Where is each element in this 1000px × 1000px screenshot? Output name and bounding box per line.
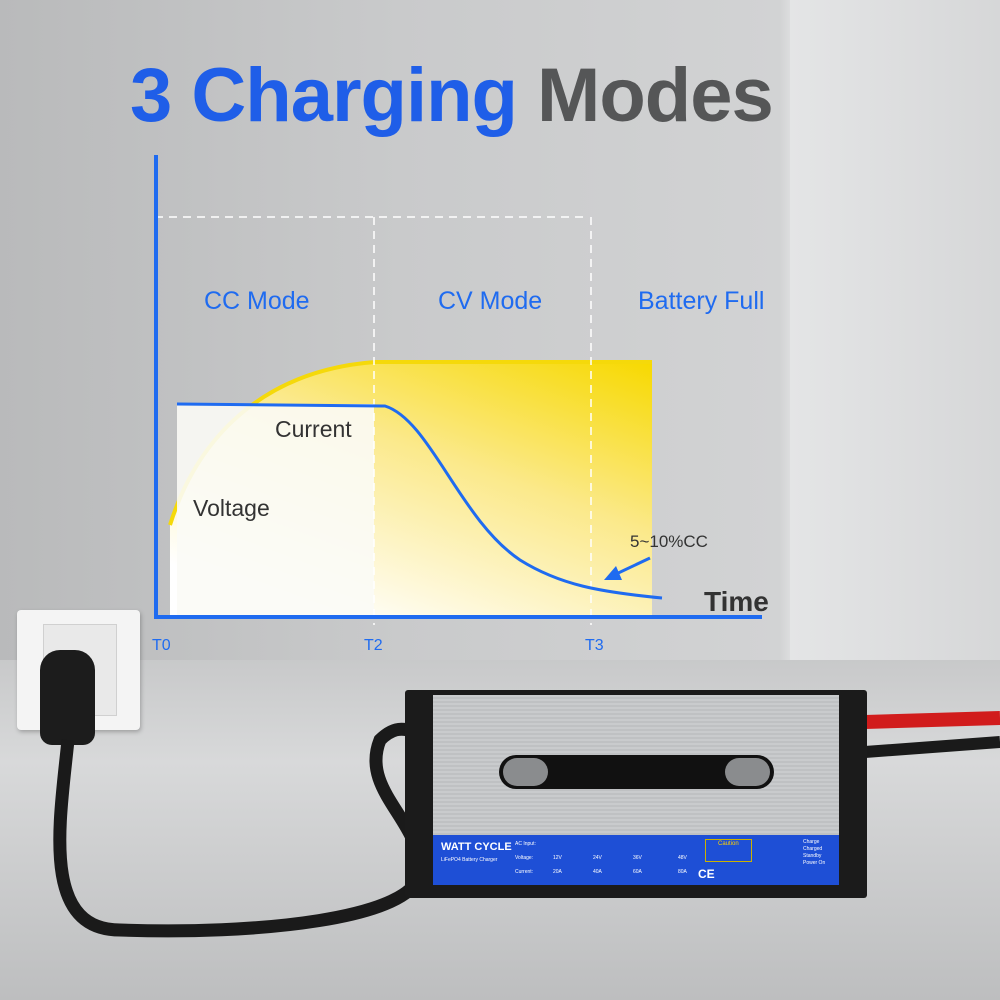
voltage-label: Voltage xyxy=(193,495,270,521)
headline-part2: Modes xyxy=(537,53,774,138)
current-option: 80A xyxy=(678,869,687,875)
arrow-head-icon xyxy=(604,566,622,580)
ac-input-label: AC Input: xyxy=(515,841,536,847)
battery-charger: WATT CYCLE LiFePO4 Battery Charger AC In… xyxy=(405,690,867,898)
red-dc-cable xyxy=(864,711,1000,729)
headline-part1: 3 Charging xyxy=(130,53,518,138)
tick-t2: T2 xyxy=(364,637,383,654)
current-curve xyxy=(176,402,663,600)
arrow-line xyxy=(613,556,651,577)
annotation-label: 5~10%CC xyxy=(630,532,708,551)
current-option: 20A xyxy=(553,869,562,875)
headline: 3 Charging Modes xyxy=(130,52,774,139)
voltage-option: 24V xyxy=(593,855,602,861)
indicator-label: Standby xyxy=(803,853,822,859)
current-spec-label: Current: xyxy=(515,869,534,875)
indicator-label: Power On xyxy=(803,860,826,866)
ce-mark-icon: CE xyxy=(698,867,715,881)
current-option: 40A xyxy=(593,869,602,875)
indicator-label: Charge xyxy=(803,839,820,845)
tick-t0: T0 xyxy=(152,637,171,654)
brand-logo: WATT CYCLE xyxy=(441,841,512,853)
carry-handle xyxy=(499,755,774,789)
mode-label-cc: CC Mode xyxy=(204,287,310,315)
tick-t3: T3 xyxy=(585,637,604,654)
indicator-label: Charged xyxy=(803,846,823,852)
black-dc-cable xyxy=(864,736,1000,758)
mode-label-cv: CV Mode xyxy=(438,287,543,315)
mode-label-full: Battery Full xyxy=(638,287,765,315)
cc-region xyxy=(177,404,374,617)
power-plug xyxy=(40,650,95,745)
current-option: 60A xyxy=(633,869,642,875)
voltage-option: 36V xyxy=(633,855,642,861)
wall-background xyxy=(790,0,1000,662)
voltage-spec-label: Voltage: xyxy=(515,855,534,861)
current-label: Current xyxy=(275,416,352,442)
charger-label-panel: WATT CYCLE LiFePO4 Battery Charger AC In… xyxy=(433,835,839,885)
charger-subtitle: LiFePO4 Battery Charger xyxy=(441,857,498,863)
voltage-option: 12V xyxy=(553,855,562,861)
x-axis-label: Time xyxy=(704,586,769,617)
voltage-option: 48V xyxy=(678,855,687,861)
caution-box: Caution xyxy=(705,839,752,862)
ac-cable xyxy=(53,722,427,938)
